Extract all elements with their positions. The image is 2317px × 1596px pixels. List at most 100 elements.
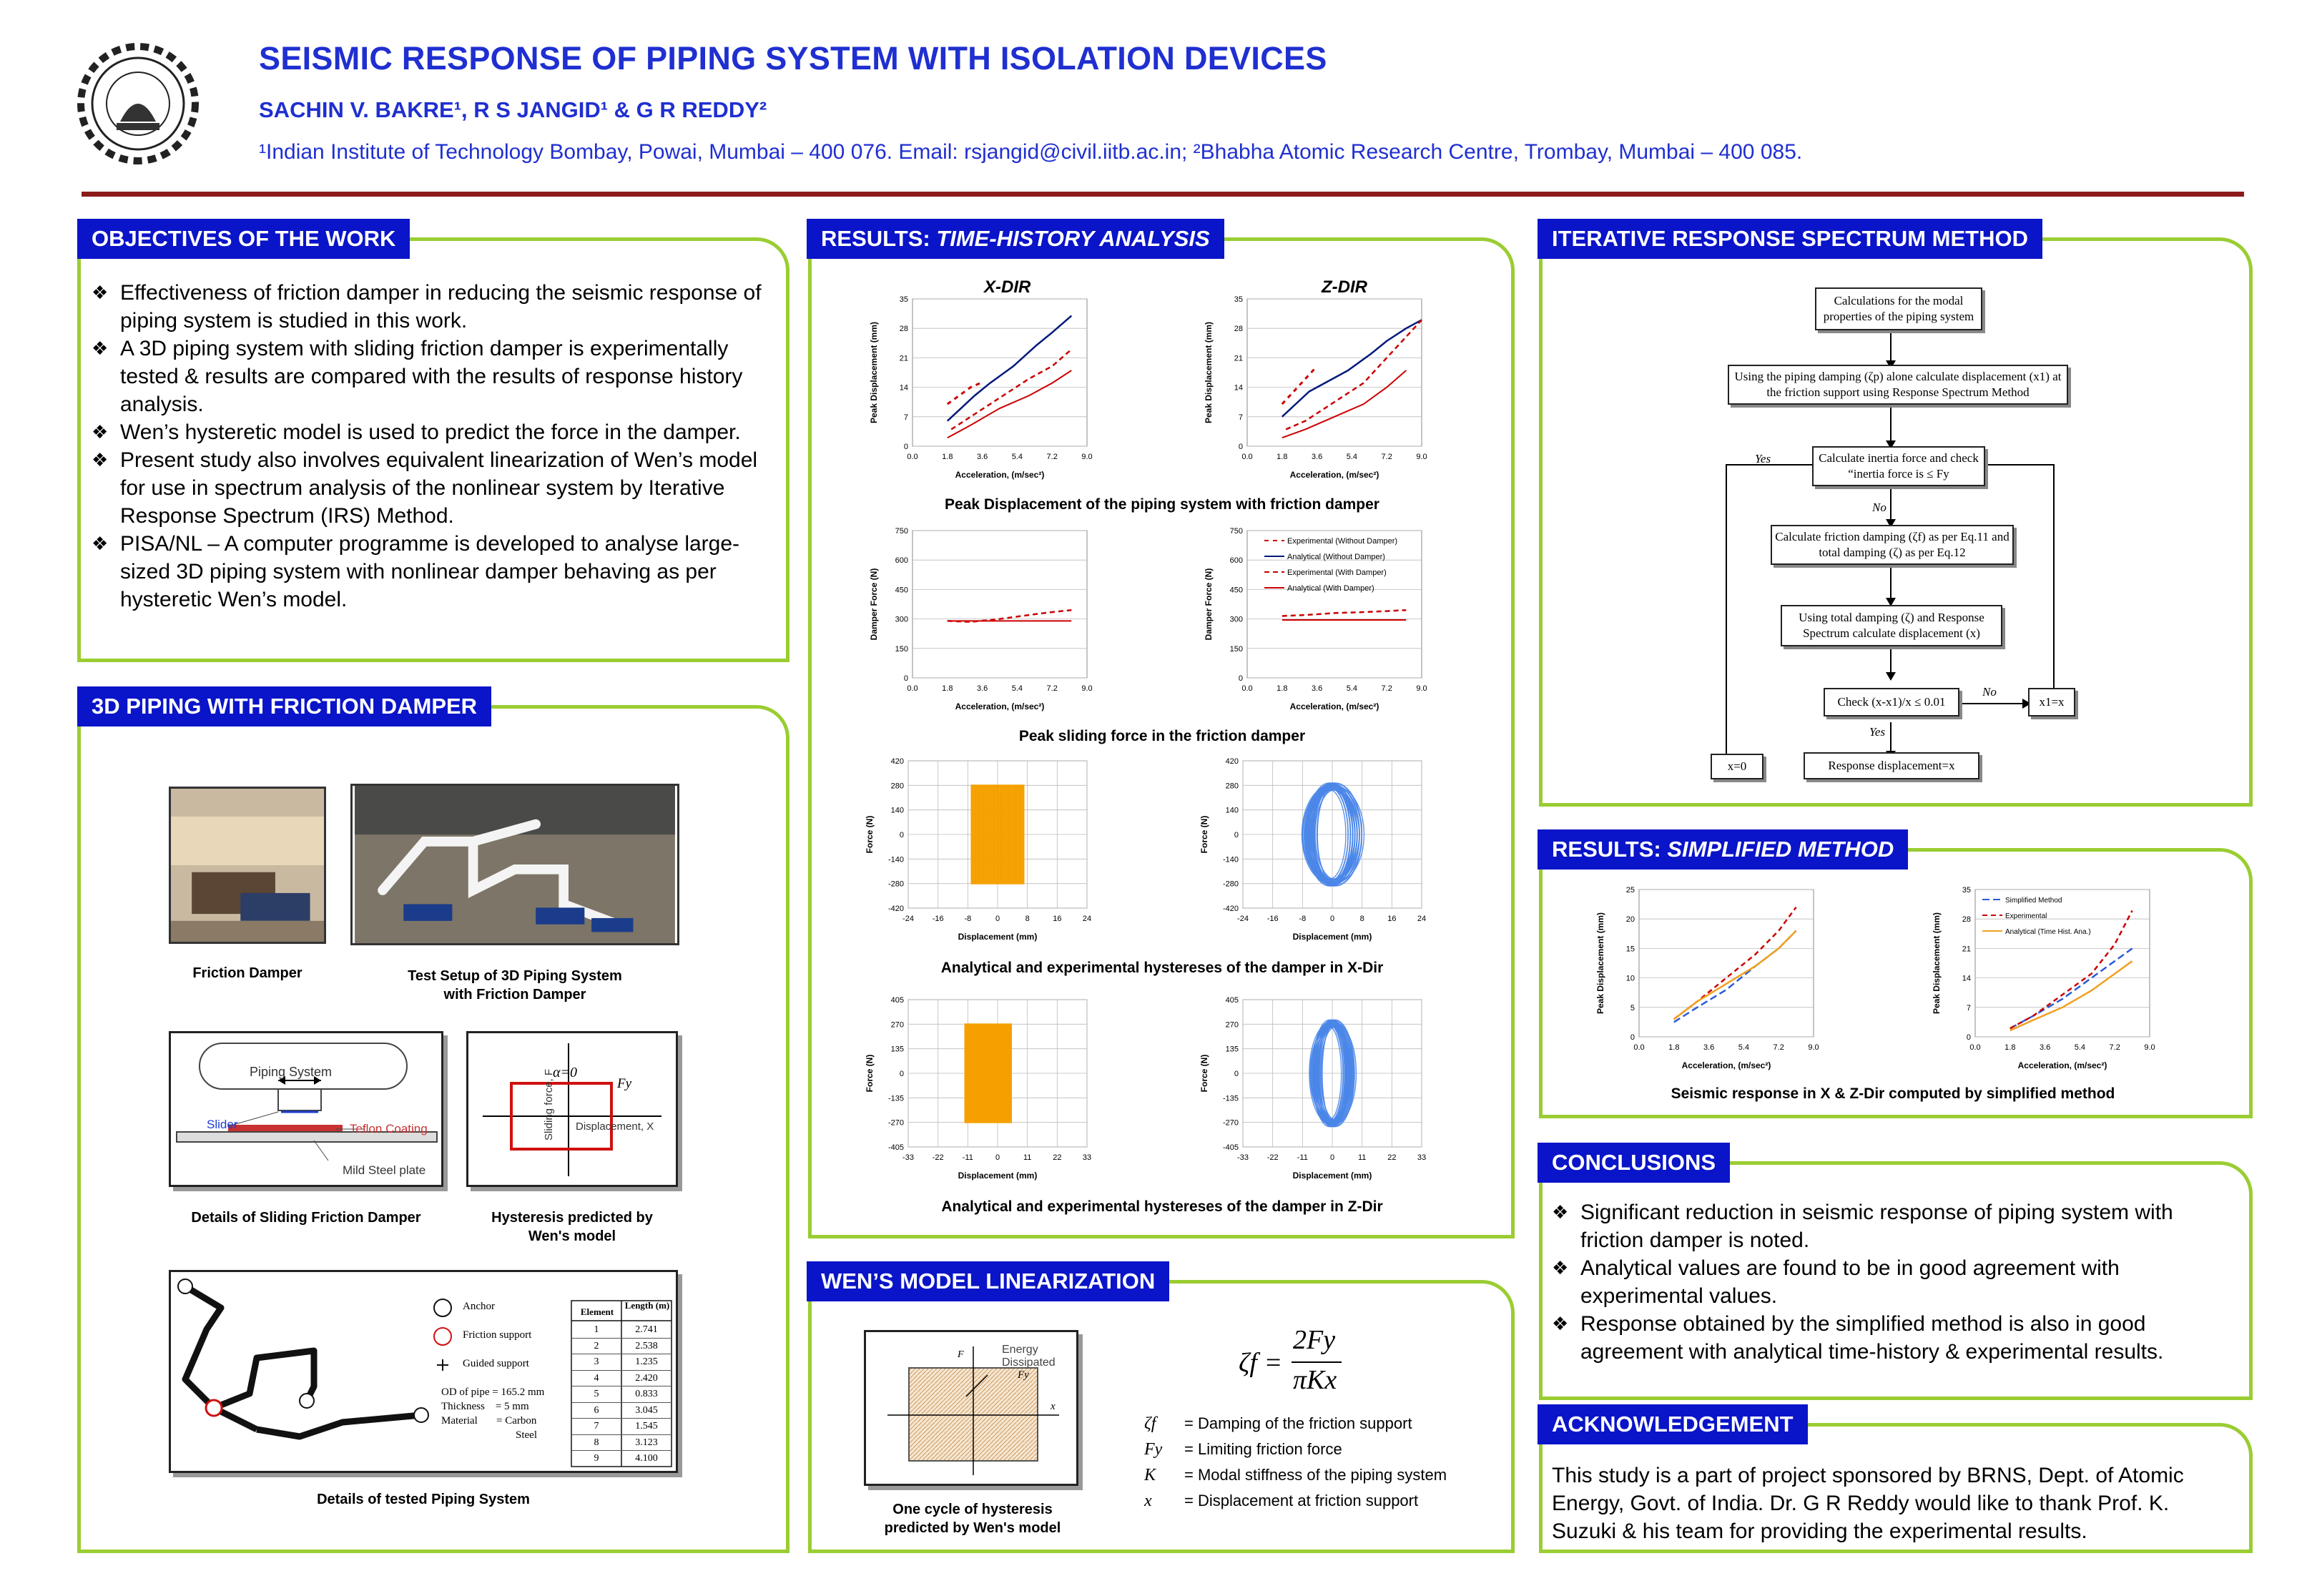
legend-od: OD of pipe = 165.2 mm [441,1386,545,1398]
y-axis-label: Force (N) [865,816,875,854]
x-tick-label: 9.0 [2144,1043,2155,1052]
y-tick-label: -135 [1223,1094,1239,1103]
cap-simplified: Seismic response in X & Z-Dir computed b… [1671,1085,2115,1102]
table-cell-length: 3.045 [635,1404,658,1416]
poster-affiliation: ¹Indian Institute of Technology Bombay, … [259,140,1803,164]
y-tick-label: -280 [1223,880,1239,889]
table-head-length: Length (m) [624,1300,670,1311]
y-tick-label: 150 [1230,645,1243,654]
series-line [1281,319,1422,418]
table-cell-element: 4 [594,1372,599,1384]
hysteresis-loop [1312,1019,1347,1128]
equation-numerator: 2Fy [1293,1325,1336,1355]
conclusions-panel [1539,1161,2253,1400]
wen-hysteresis-sketch: α=0 Fy Displacement, X Sliding force, F [466,1031,678,1187]
x-tick-label: 33 [1083,1153,1091,1162]
x-tick-label: 16 [1387,915,1396,923]
y-tick-label: 135 [891,1045,904,1054]
x-axis-label: Acceleration, (m/sec²) [955,701,1045,711]
x-axis-label: Displacement (mm) [958,1171,1038,1181]
objective-item: ❖Effectiveness of friction damper in red… [92,281,762,332]
x-axis-label: Acceleration, (m/sec²) [955,470,1045,480]
label-slider: Slider [207,1118,238,1131]
y-tick-label: 405 [1226,996,1239,1005]
x-tick-label: 11 [1358,1153,1366,1162]
plot-area [1638,889,1814,1038]
label-f-axis: F [958,1349,964,1360]
x-tick-label: 5.4 [1347,684,1357,693]
y-tick-label: 0 [1239,674,1243,683]
equation-fraction-bar [1292,1361,1342,1363]
x-axis-label: Acceleration, (m/sec²) [1290,701,1379,711]
y-tick-label: 0 [904,443,908,451]
x-tick-label: 1.8 [1276,684,1287,693]
objective-item: ❖PISA/NL – A computer programme is devel… [92,532,740,611]
y-tick-label: 140 [891,807,904,815]
y-tick-label: 270 [1226,1020,1239,1029]
y-tick-label: 15 [1626,945,1635,953]
y-tick-label: 140 [1226,807,1239,815]
hysteresis-loop [1313,787,1349,882]
legend-label: Experimental (Without Damper) [1287,537,1397,546]
x-tick-label: 1.8 [942,453,953,461]
x-tick-label: 5.4 [1347,453,1357,461]
conclusion-item: ❖Significant reduction in seismic respon… [1552,1201,2173,1252]
x-tick-label: 8 [1025,915,1030,923]
label-alpha: α=0 [553,1065,577,1080]
y-tick-label: 135 [1226,1045,1239,1054]
friction-damper-photo [169,787,326,944]
y-tick-label: 35 [900,295,908,304]
y-tick-label: 600 [895,556,908,565]
cap-hyst-z: Analytical and experimental hystereses o… [941,1198,1383,1215]
cap-sliding-damper: Details of Sliding Friction Damper [191,1210,421,1226]
x-tick-label: 0 [1330,915,1334,923]
label-fy: Fy [617,1076,632,1091]
cap-hysteresis-1: Hysteresis predicted by [491,1210,653,1226]
x-tick-label: 7.2 [2110,1043,2120,1052]
x-tick-label: 0.0 [1241,684,1252,693]
label-x-axis: x [1051,1401,1056,1412]
label-teflon: Teflon Coating [350,1122,428,1136]
x-axis-label: Displacement (mm) [1293,1171,1372,1181]
objective-item: ❖A 3D piping system with sliding frictio… [92,337,743,416]
series-line [1282,609,1407,617]
hysteresis-loop [1309,789,1358,880]
y-tick-label: 14 [1234,384,1243,393]
objective-item: ❖Wen’s hysteretic model is used to predi… [92,420,741,444]
x-tick-label: 0.0 [1969,1043,1980,1052]
y-tick-label: -405 [1223,1143,1239,1152]
y-tick-label: 0 [1234,831,1239,839]
y-tick-label: 0 [1967,1033,1971,1042]
y-tick-label: 28 [900,325,908,333]
irs-box-convergence: Check (x-x1)/x ≤ 0.01 [1824,688,1959,716]
y-tick-label: 0 [904,674,908,683]
x-axis-label: Displacement (mm) [1293,932,1372,942]
y-tick-label: 0 [900,831,904,839]
hysteresis-loop [1317,1025,1348,1122]
series-line [1282,370,1407,439]
x-tick-label: 1.8 [942,684,953,693]
cap-wen-cycle-1: One cycle of hysteresis [892,1502,1053,1517]
table-cell-element: 6 [594,1404,599,1416]
x-tick-label: -33 [902,1153,914,1162]
poster-authors: SACHIN V. BAKRE¹, R S JANGID¹ & G R REDD… [259,97,767,122]
y-tick-label: 405 [891,996,904,1005]
y-tick-label: 21 [1234,354,1243,363]
x-tick-label: 5.4 [2075,1043,2085,1052]
plot-area [912,298,1088,447]
x-tick-label: 1.8 [1668,1043,1679,1052]
x-tick-label: -16 [1267,915,1279,923]
y-tick-label: 28 [1234,325,1243,333]
x-tick-label: -11 [963,1153,973,1162]
table-cell-length: 0.833 [635,1389,658,1399]
objective-item: ❖Present study also involves equivalent … [92,448,758,528]
legend-material-2: Steel [516,1429,537,1441]
x-tick-label: 3.6 [977,684,988,693]
label-fy-cycle: Fy [1018,1369,1029,1381]
y-tick-label: 750 [1230,527,1243,536]
